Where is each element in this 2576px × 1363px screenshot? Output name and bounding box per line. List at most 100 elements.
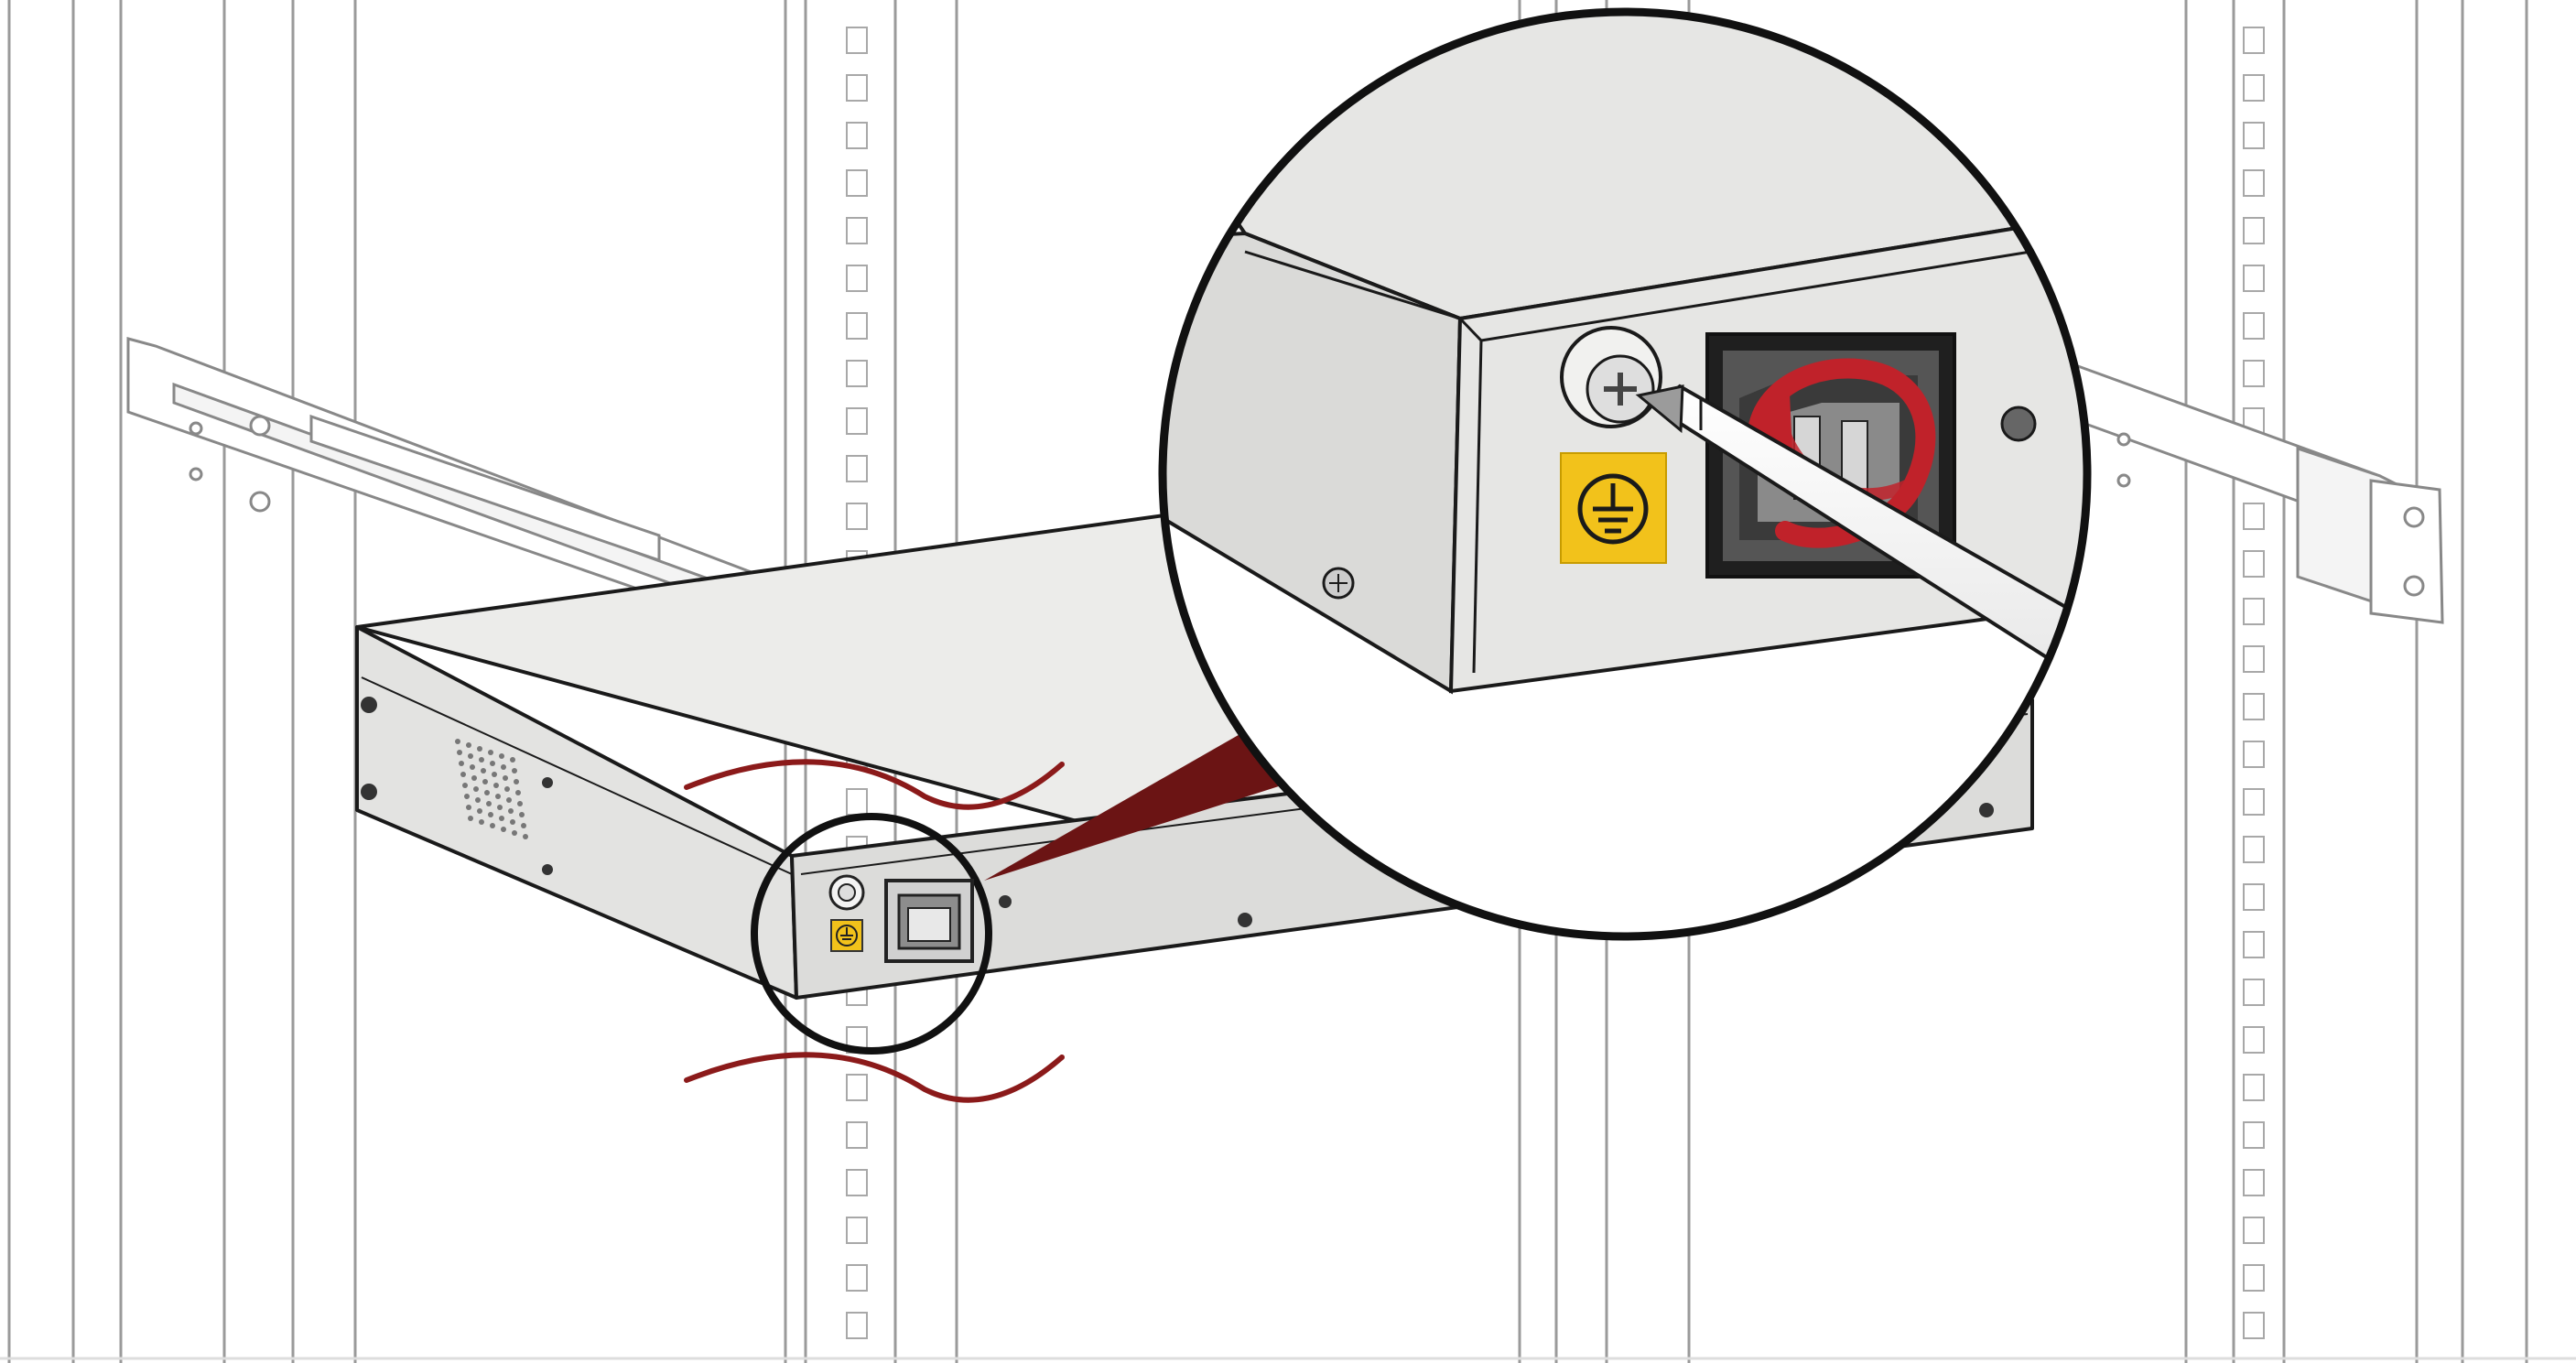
vent-hole — [504, 786, 510, 792]
rack-hole — [846, 217, 868, 244]
rack-hole — [2243, 931, 2265, 958]
vent-hole — [501, 764, 506, 770]
vent-hole — [462, 783, 468, 788]
vent-hole — [466, 805, 471, 810]
vent-hole — [457, 750, 462, 755]
rack-hole — [2243, 503, 2265, 530]
vent-hole — [484, 790, 490, 795]
vent-hole — [479, 757, 484, 763]
vent-hole — [470, 764, 475, 770]
vent-hole — [501, 827, 506, 832]
rack-hole — [2243, 741, 2265, 768]
small-power-socket — [884, 879, 974, 963]
vent-hole — [512, 830, 517, 836]
rack-hole — [2243, 1264, 2265, 1292]
vent-hole — [503, 775, 508, 781]
vent-hole — [519, 812, 525, 817]
vent-hole — [497, 805, 503, 810]
vent-hole — [475, 797, 481, 803]
slide-rail-left — [126, 337, 789, 690]
rack-hole — [2243, 1074, 2265, 1101]
vent-hole — [482, 779, 488, 784]
vent-hole — [493, 783, 499, 788]
rack-hole — [846, 265, 868, 292]
vent-hole — [499, 753, 504, 759]
rack-hole — [2243, 74, 2265, 102]
vent-hole — [523, 834, 528, 839]
zoom-mount-hole — [2000, 406, 2037, 442]
rack-hole — [2243, 122, 2265, 149]
vent-hole — [459, 761, 464, 766]
small-ground-label — [830, 919, 863, 952]
rack-hole — [846, 455, 868, 482]
rack-hole — [2243, 693, 2265, 720]
rack-hole — [846, 312, 868, 340]
ground-label — [1560, 452, 1667, 564]
rack-hole — [846, 1169, 868, 1196]
rack-hole — [846, 74, 868, 102]
vent-hole — [492, 772, 497, 777]
rack-hole — [2243, 1169, 2265, 1196]
rack-hole — [2243, 550, 2265, 578]
zoom-callout-ring — [1158, 7, 2092, 941]
rack-hole — [2243, 217, 2265, 244]
vent-hole — [515, 790, 521, 795]
vent-hole — [466, 742, 471, 748]
rack-hole — [846, 1264, 868, 1292]
rack-post-far-left — [7, 0, 123, 1363]
rack-hole — [2243, 1026, 2265, 1054]
rack-hole — [846, 1121, 868, 1149]
rack-hole — [846, 169, 868, 197]
vent-hole — [490, 823, 495, 828]
vent-hole — [521, 823, 526, 828]
rack-mounting-holes-right — [2243, 27, 2265, 1339]
slide-rail-right — [2076, 363, 2444, 624]
small-callout — [751, 813, 992, 1055]
small-callout-ring — [751, 813, 992, 1055]
rack-hole — [846, 788, 868, 816]
rack-hole — [2243, 979, 2265, 1006]
rack-hole — [2243, 788, 2265, 816]
vent-hole — [479, 819, 484, 825]
rack-hole — [2243, 598, 2265, 625]
vent-hole — [508, 808, 514, 814]
vent-hole — [468, 753, 473, 759]
vent-hole — [506, 797, 512, 803]
rack-hole — [846, 1312, 868, 1339]
vent-hole — [455, 739, 460, 744]
rack-hole — [2243, 1217, 2265, 1244]
rack-hole — [846, 407, 868, 435]
rack-hole — [2243, 312, 2265, 340]
vent-hole — [510, 757, 515, 763]
vent-hole — [486, 801, 492, 806]
rack-hole — [2243, 1121, 2265, 1149]
rack-hole — [2243, 265, 2265, 292]
rack-hole — [2243, 1312, 2265, 1339]
vent-hole — [517, 801, 523, 806]
chassis-screws — [361, 697, 1994, 927]
rack-post-far-right — [2415, 0, 2528, 1363]
rack-post-right — [2184, 0, 2286, 1363]
rack-hole — [2243, 27, 2265, 54]
rack-hole — [846, 27, 868, 54]
vent-hole — [477, 746, 482, 752]
rack-hole — [846, 360, 868, 387]
zoom-cone — [984, 732, 1282, 881]
rack-hole — [846, 1217, 868, 1244]
rack-hole — [846, 1074, 868, 1101]
vent-hole — [495, 794, 501, 799]
screwdriver-icon — [1635, 384, 2087, 680]
motion-lines — [684, 759, 1065, 1103]
small-ground-screw — [828, 874, 865, 911]
vent-hole — [512, 768, 517, 773]
vent-hole — [514, 779, 519, 784]
vent-hole — [473, 786, 479, 792]
vent-hole — [468, 816, 473, 821]
rack-hole — [2243, 836, 2265, 863]
zoom-chassis-side — [1163, 231, 1463, 695]
vent-hole — [481, 768, 486, 773]
vent-grille — [455, 739, 528, 839]
vent-hole — [464, 794, 470, 799]
vent-hole — [499, 816, 504, 821]
